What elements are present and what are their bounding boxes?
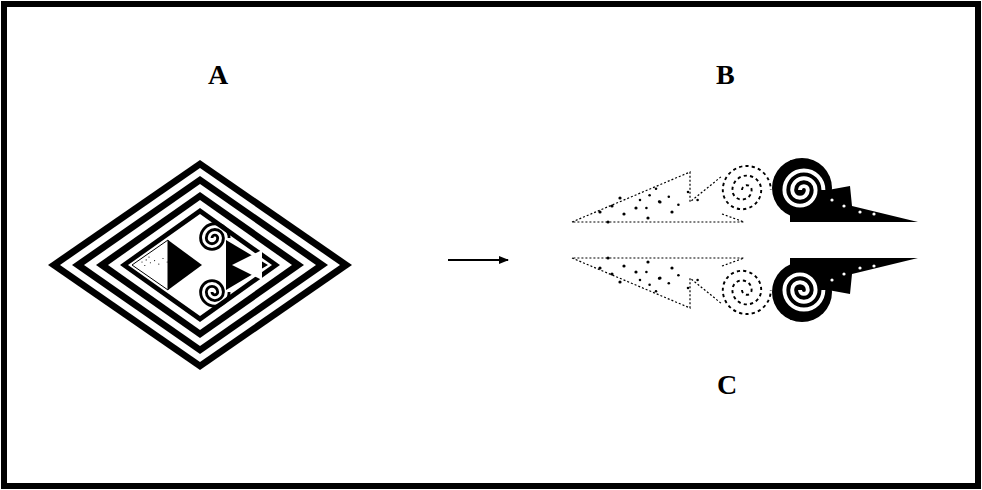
motif-halves — [572, 158, 918, 224]
figure-letter: A — [208, 61, 228, 89]
diamond-motif — [48, 160, 352, 370]
transform-arrow — [448, 259, 508, 261]
motif-halves-mirrored — [572, 256, 918, 322]
figure-letter: C — [717, 371, 737, 399]
frame — [4, 4, 978, 486]
figure-letter: B — [716, 61, 735, 89]
